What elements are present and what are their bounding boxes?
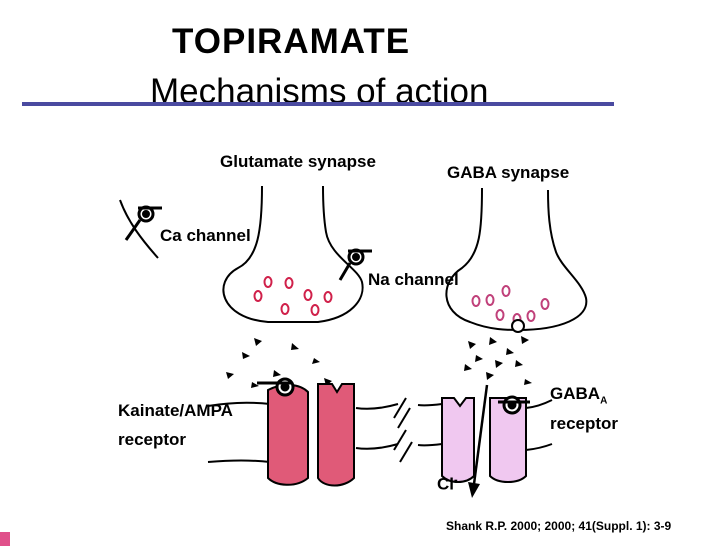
kainate-label-line2: receptor: [118, 430, 187, 449]
vesicle: [280, 303, 290, 315]
vesicle: [501, 285, 511, 297]
gaba-release-site: [511, 319, 525, 333]
glutamate-terminal: [222, 185, 364, 323]
vesicle: [310, 304, 320, 316]
chloride-label: Cl-: [437, 474, 458, 495]
molecule: [475, 355, 483, 362]
glutamate-synapse-label: Glutamate synapse: [220, 152, 376, 171]
molecule: [495, 360, 503, 368]
molecule: [273, 370, 281, 377]
vesicle: [284, 277, 294, 289]
gaba-synapse-label: GABA synapse: [447, 163, 570, 182]
topiramate-site-gaba: [498, 395, 530, 415]
gaba-receptor-left: [441, 397, 475, 483]
vesicle: [253, 290, 263, 302]
corner-accent: [0, 532, 10, 546]
na-channel-label: Na channel: [368, 270, 459, 289]
vesicle: [495, 309, 505, 321]
gaba-a-label-main: GABA: [550, 384, 601, 403]
molecule: [464, 364, 472, 371]
molecule: [506, 348, 514, 355]
gaba-a-label-line2: receptor: [550, 414, 619, 433]
molecule: [226, 372, 234, 379]
molecule: [254, 338, 262, 346]
molecule: [242, 352, 250, 359]
vesicle: [526, 310, 536, 322]
slide-title: TOPIRAMATE: [172, 22, 411, 61]
gaba-receptor-right: [489, 397, 527, 483]
topiramate-site-ca: [119, 199, 162, 259]
vesicle: [323, 291, 333, 303]
vesicle: [303, 289, 313, 301]
vesicle: [485, 294, 495, 306]
gaba-a-label-sub: A: [600, 395, 608, 407]
molecule: [251, 382, 259, 388]
glutamate-molecules: [226, 338, 332, 388]
gaba-a-label-line1: GABAA: [550, 384, 607, 406]
vesicle: [263, 276, 273, 288]
molecule: [489, 337, 497, 345]
chloride-arrowhead: [468, 482, 480, 498]
molecule: [468, 341, 476, 349]
glutamate-vesicles: [253, 276, 333, 316]
vesicle: [471, 295, 481, 307]
kainate-label-line1: Kainate/AMPA: [118, 401, 233, 420]
molecule: [515, 360, 523, 367]
title-underline: [22, 102, 614, 106]
citation: Shank R.P. 2000; 2000; 41(Suppl. 1): 3-9: [446, 519, 672, 533]
gaba-terminal: [445, 187, 588, 332]
vesicle: [540, 298, 550, 310]
chloride-label-charge: -: [454, 474, 458, 486]
chloride-flow-arrow: [472, 384, 489, 485]
molecule: [486, 372, 494, 380]
topiramate-site-na: [338, 248, 372, 281]
ca-channel-label: Ca channel: [160, 226, 251, 245]
kainate-receptor-right: [317, 383, 355, 487]
molecule: [521, 336, 529, 344]
molecule: [291, 343, 299, 350]
molecule: [524, 379, 532, 385]
topiramate-site-kainate: [257, 377, 295, 397]
kainate-receptor-left: [267, 384, 309, 486]
chloride-label-main: Cl: [437, 474, 454, 494]
gaba-vesicles: [471, 285, 550, 325]
postsynaptic-membrane: [207, 397, 553, 463]
gaba-molecules: [464, 336, 532, 385]
molecule: [312, 358, 320, 364]
